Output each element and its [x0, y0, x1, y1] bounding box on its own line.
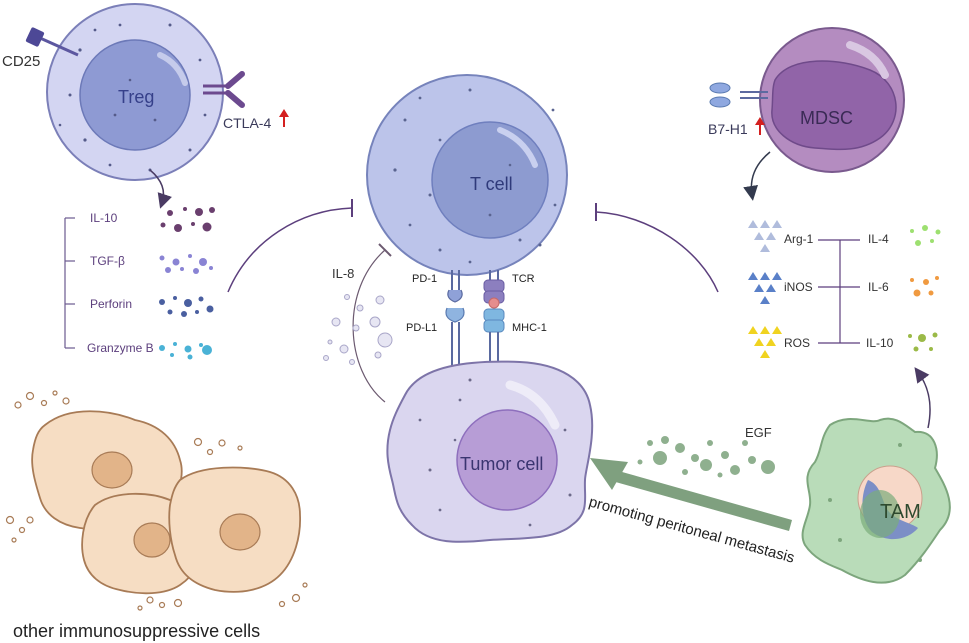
treg-factor-label-3: Granzyme B	[87, 341, 154, 355]
treg-to-factors-arrow	[149, 169, 172, 209]
tam-cell	[801, 417, 951, 584]
mdsc-factor-label-3: IL-4	[868, 232, 889, 246]
pd1-label: PD-1	[412, 273, 437, 285]
tcr-receptor	[483, 270, 505, 309]
t-cell	[366, 74, 568, 276]
il10-mdsc-dots	[908, 332, 938, 352]
mdsc-factor-label-0: Arg-1	[784, 232, 814, 246]
mdsc-to-factors-arrow	[743, 151, 771, 201]
mdsc-inhibition-arc	[595, 211, 719, 293]
metastasis-arrow	[590, 458, 792, 531]
treg-label: Treg	[118, 87, 154, 107]
mhc1-label: MHC-1	[512, 322, 547, 334]
il8-label: IL-8	[332, 266, 354, 281]
other-cells-vesicles	[5, 390, 308, 611]
mdsc-cell	[759, 27, 905, 173]
inos-triangles	[748, 272, 782, 304]
perforin-dots	[159, 296, 214, 317]
pd1-receptor	[447, 270, 463, 303]
pdl1-ligand	[445, 307, 465, 370]
treg-inhibition-arc	[227, 207, 353, 293]
other-cells-label: other immunosuppressive cells	[13, 621, 260, 641]
mdsc-factor-label-5: IL-10	[866, 336, 894, 350]
b7h1-label: B7-H1	[708, 121, 748, 137]
tumor-label: Tumor cell	[460, 454, 543, 474]
granzyme-dots	[159, 342, 212, 360]
ros-triangles	[748, 326, 782, 358]
il10-treg-dots	[160, 207, 215, 232]
metastasis-label: promoting peritoneal metastasis	[587, 493, 796, 566]
tumor-cell	[386, 360, 594, 543]
pdl1-label: PD-L1	[406, 322, 437, 334]
egf-label: EGF	[745, 425, 772, 440]
mdsc-label: MDSC	[800, 108, 853, 128]
ctla4-receptor	[203, 71, 245, 108]
il8-dots	[323, 294, 393, 365]
egf-dots	[637, 436, 775, 478]
mdsc-factor-label-2: ROS	[784, 336, 810, 350]
mdsc-factor-label-4: IL-6	[868, 280, 889, 294]
tgfb-dots	[159, 254, 213, 274]
treg-factor-label-2: Perforin	[90, 297, 132, 311]
cd25-label: CD25	[2, 53, 40, 70]
mdsc-factor-bracket	[818, 239, 860, 344]
arg1-triangles	[748, 220, 782, 252]
b7h1-up-arrow	[755, 117, 765, 135]
treg-factor-label-1: TGF-β	[90, 254, 125, 268]
tam-label: TAM	[880, 501, 921, 523]
tcell-label: T cell	[470, 174, 513, 194]
ctla4-label: CTLA-4	[223, 115, 271, 131]
ctla4-up-arrow	[279, 109, 289, 127]
il4-dots	[910, 225, 941, 246]
b7h1-receptor	[709, 82, 768, 108]
other-cell-3	[168, 466, 301, 593]
treg-cell	[46, 3, 224, 181]
il6-dots	[910, 276, 939, 297]
mdsc-factor-label-1: iNOS	[784, 280, 813, 294]
cd25-receptor	[25, 27, 79, 57]
tcr-label: TCR	[512, 273, 535, 285]
treg-factor-label-0: IL-10	[90, 211, 118, 225]
treg-factor-bracket	[64, 217, 75, 349]
tam-to-mdsc-factors-arrow	[914, 367, 931, 429]
